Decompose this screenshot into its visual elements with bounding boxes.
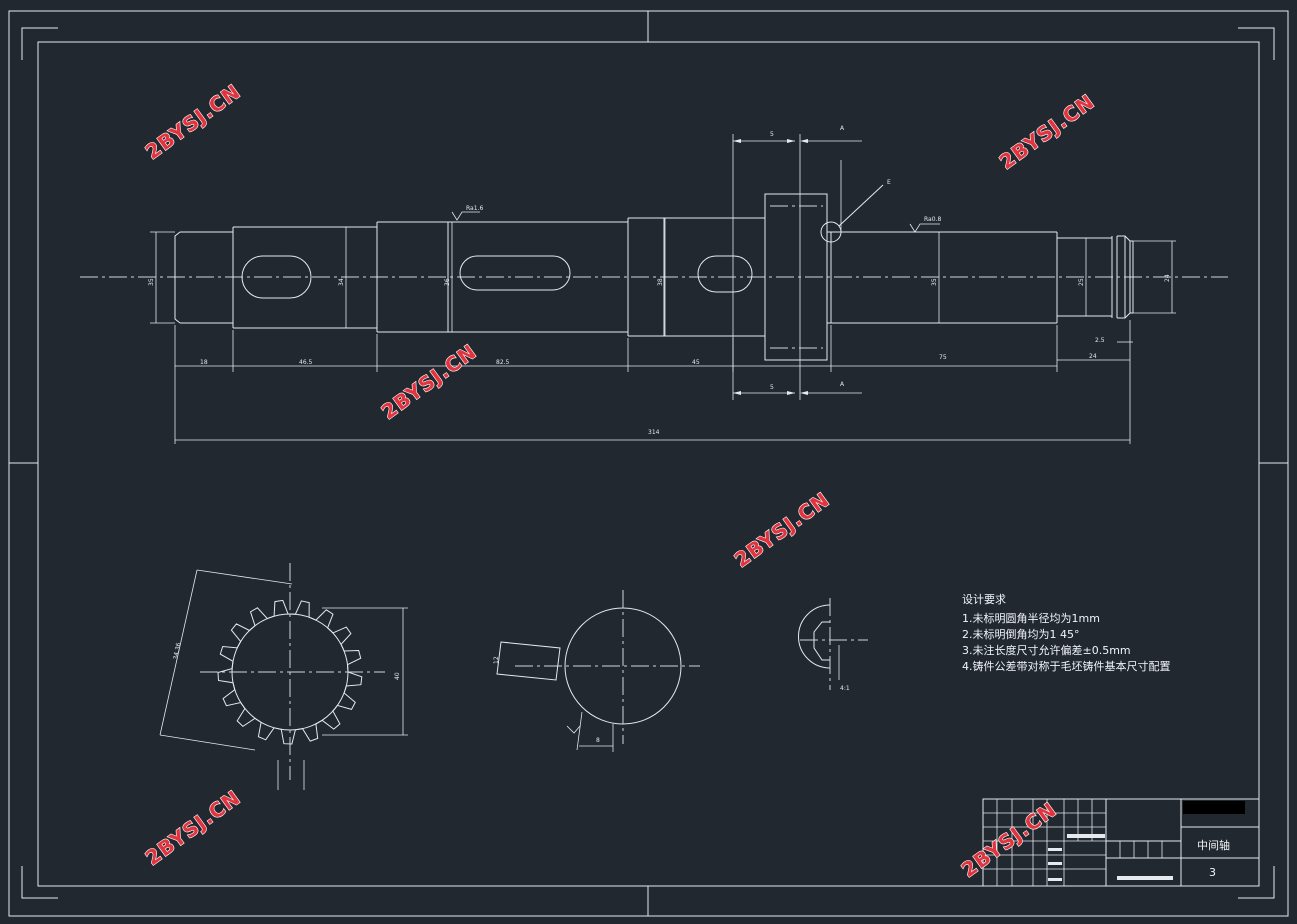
requirements-heading: 设计要求 [962, 593, 1006, 606]
dim-seg-1: 18 [200, 359, 208, 366]
requirement-item: 1.未标明圆角半径均为1mm [962, 611, 1100, 625]
detail-scale: 4:1 [840, 685, 850, 692]
watermark: 2BYSJ.CN [730, 487, 834, 572]
part-name: 中间轴 [1197, 838, 1230, 852]
requirement-item: 4.铸件公差带对称于毛坯铸件基本尺寸配置 [962, 659, 1171, 673]
dim-dia-6: 25 [1078, 278, 1085, 286]
design-requirements: 设计要求 1.未标明圆角半径均为1mm 2.未标明倒角均为1 45° 3.未注长… [962, 593, 1171, 673]
dim-dia-4: 38 [657, 278, 664, 286]
dim-seg-5: 75 [939, 354, 947, 361]
sheet-number: 3 [1209, 866, 1216, 879]
title-block: 中间轴 3 [982, 798, 1260, 887]
dim-section-bot-1: 5 [770, 384, 774, 391]
inner-frame [37, 41, 1260, 887]
dim-section-bot-2: A [840, 381, 845, 388]
gear-height-dim: 40 [394, 672, 401, 680]
requirement-item: 3.未注长度尺寸允许偏差±0.5mm [962, 643, 1131, 657]
requirement-item: 2.未标明倒角均为1 45° [962, 627, 1080, 641]
dim-dia-3: 36 [444, 278, 451, 286]
watermark: 2BYSJ.CN [141, 79, 245, 164]
dim-total-length: 314 [648, 429, 660, 436]
title-block-filled-cell [1183, 801, 1245, 814]
dim-seg-end: 2.5 [1095, 337, 1105, 344]
outer-frame [8, 10, 1289, 917]
dim-section-top-1: 5 [770, 131, 774, 138]
dim-seg-6: 24 [1089, 353, 1097, 360]
roughness-1: Ra1.6 [466, 205, 483, 212]
dim-seg-2: 46.5 [299, 359, 313, 366]
key-width-dim: 12 [493, 656, 500, 664]
dim-dia-1: 35 [148, 278, 155, 286]
gear-section-view: 34.36 40 [159, 563, 408, 790]
shaft-main-view: 18 46.5 82.5 45 75 24 2.5 314 5 A 5 A E … [80, 125, 1228, 444]
dim-dia-5: 35 [931, 278, 938, 286]
dim-seg-4: 45 [692, 359, 700, 366]
key-depth-dim: 8 [596, 737, 600, 744]
dim-seg-3: 82.5 [496, 359, 510, 366]
dim-section-top-2: A [840, 125, 845, 132]
watermark: 2BYSJ.CN [995, 89, 1099, 174]
watermark: 2BYSJ.CN [141, 785, 245, 870]
dim-dia-2: 34 [338, 278, 345, 286]
detail-view: 4:1 [798, 598, 868, 692]
centering-marks [9, 11, 1288, 916]
section-arrows [733, 139, 808, 395]
detail-label: E [887, 179, 891, 186]
watermarks: 2BYSJ.CN 2BYSJ.CN 2BYSJ.CN 2BYSJ.CN 2BYS… [140, 79, 1099, 883]
dim-dia-end: 24 [1164, 274, 1171, 282]
roughness-2: Ra0.8 [924, 216, 941, 223]
watermark: 2BYSJ.CN [377, 339, 481, 424]
gear-side-dim: 34.36 [172, 642, 182, 660]
keyway-section-view: 12 8 [493, 590, 700, 752]
